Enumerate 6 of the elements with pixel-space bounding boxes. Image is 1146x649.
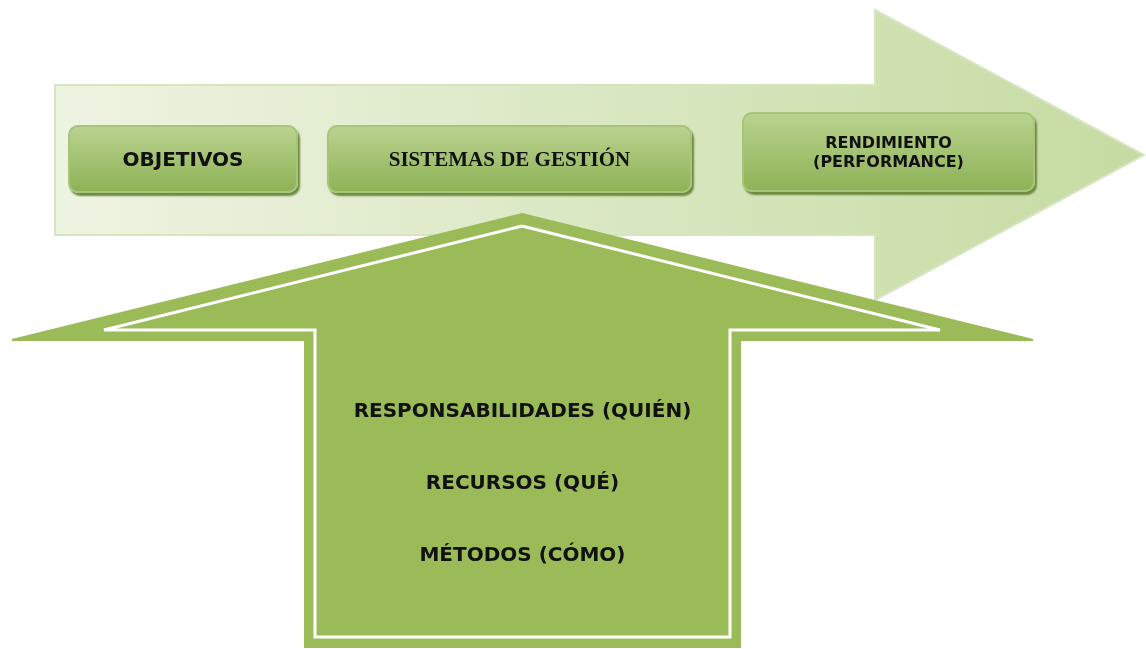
text-line: RECURSOS (QUÉ) — [425, 470, 620, 494]
process-box: OBJETIVOS — [68, 125, 298, 193]
process-box: SISTEMAS DE GESTIÓN — [327, 125, 692, 193]
process-box: RENDIMIENTO (PERFORMANCE) — [742, 112, 1035, 192]
text-line: MÉTODOS (CÓMO) — [419, 542, 626, 566]
text-line: RESPONSABILIDADES (QUIÉN) — [353, 398, 692, 422]
